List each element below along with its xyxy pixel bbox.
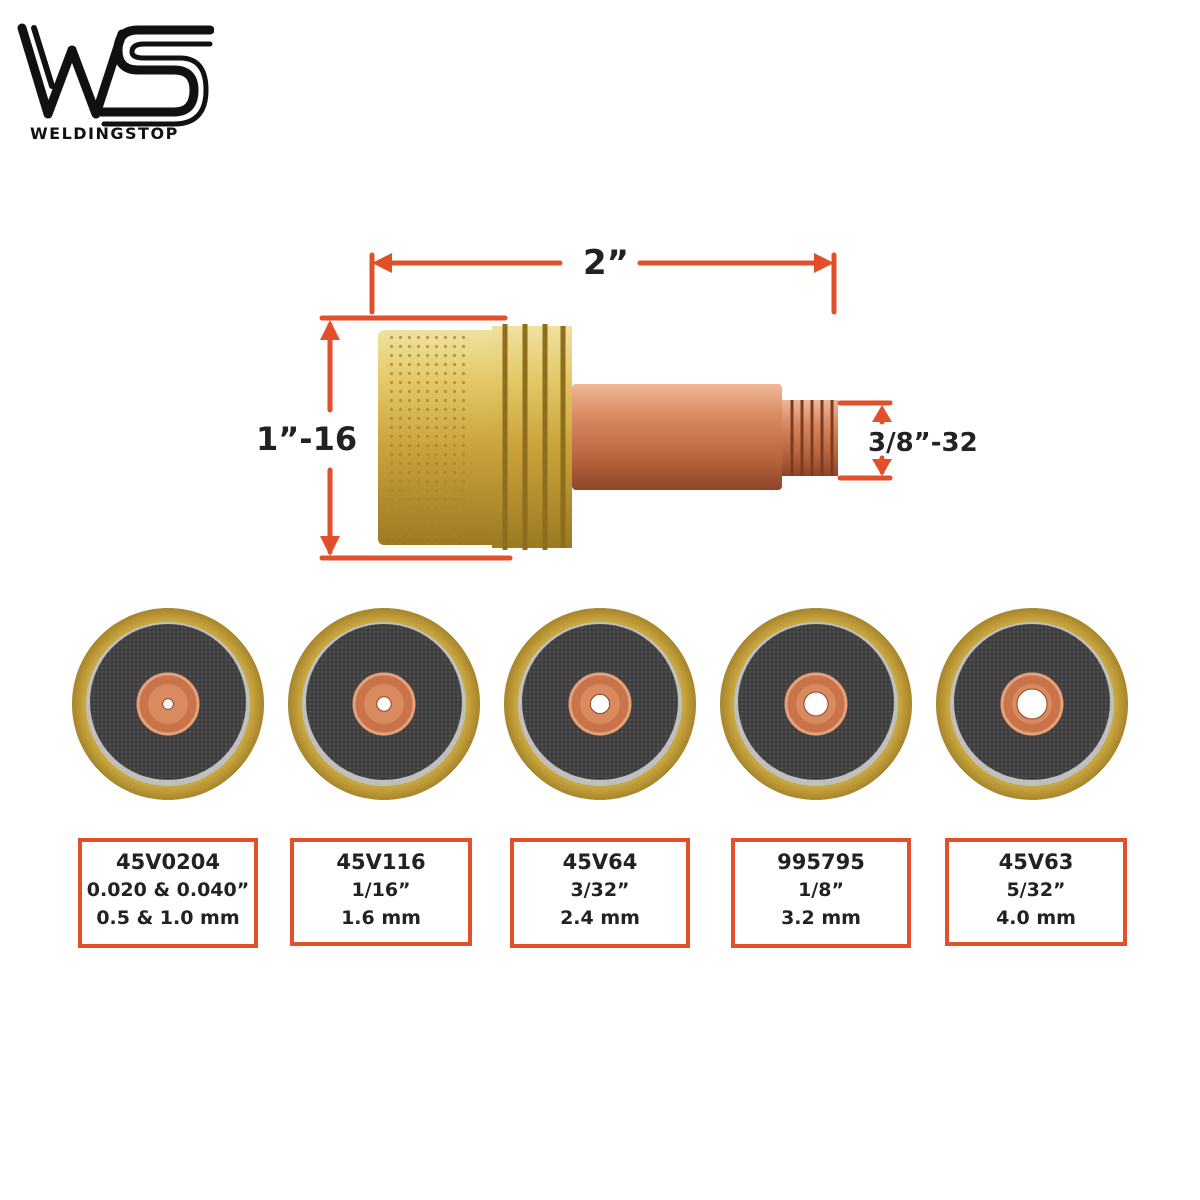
gas-lens-2 [504, 608, 696, 800]
lens-code: 995795 [777, 850, 865, 874]
lens-code: 45V64 [562, 850, 638, 874]
gas-lens-0 [72, 608, 264, 800]
orifice [376, 696, 392, 712]
gas-lens-collet-body [319, 252, 893, 561]
lens-size: 3/32” [570, 879, 630, 901]
small-thread-dimension-label: 3/8”-32 [868, 428, 978, 458]
lens-metric: 4.0 mm [996, 907, 1076, 929]
length-dimension-label: 2” [583, 243, 630, 283]
lens-code: 45V116 [336, 850, 426, 874]
lens-label-2: 45V64 3/32” 2.4 mm [510, 838, 690, 948]
orifice [589, 693, 611, 715]
lens-size: 0.020 & 0.040” [86, 879, 250, 901]
lens-size: 1/8” [798, 879, 844, 901]
gas-lens-row [0, 600, 1200, 810]
lens-metric: 0.5 & 1.0 mm [96, 907, 240, 929]
lens-size: 5/32” [1006, 879, 1066, 901]
lens-label-3: 995795 1/8” 3.2 mm [731, 838, 911, 948]
lens-label-0: 45V0204 0.020 & 0.040” 0.5 & 1.0 mm [78, 838, 258, 948]
lens-size: 1/16” [351, 879, 411, 901]
gas-lens-4 [936, 608, 1128, 800]
lens-code: 45V63 [998, 850, 1074, 874]
orifice [1016, 688, 1048, 720]
orifice [162, 698, 174, 710]
gas-lens-3 [720, 608, 912, 800]
orifice [803, 691, 829, 717]
lens-metric: 1.6 mm [341, 907, 421, 929]
brand-name: WELDINGSTOP [30, 124, 179, 143]
lens-metric: 2.4 mm [560, 907, 640, 929]
brass-body [378, 324, 572, 550]
lens-label-4: 45V63 5/32” 4.0 mm [945, 838, 1127, 946]
lens-code: 45V0204 [116, 850, 220, 874]
weldingstop-logo [17, 23, 214, 127]
large-thread-dimension-label: 1”-16 [256, 420, 358, 458]
lens-metric: 3.2 mm [781, 907, 861, 929]
lens-label-1: 45V116 1/16” 1.6 mm [290, 838, 472, 946]
gas-lens-1 [288, 608, 480, 800]
